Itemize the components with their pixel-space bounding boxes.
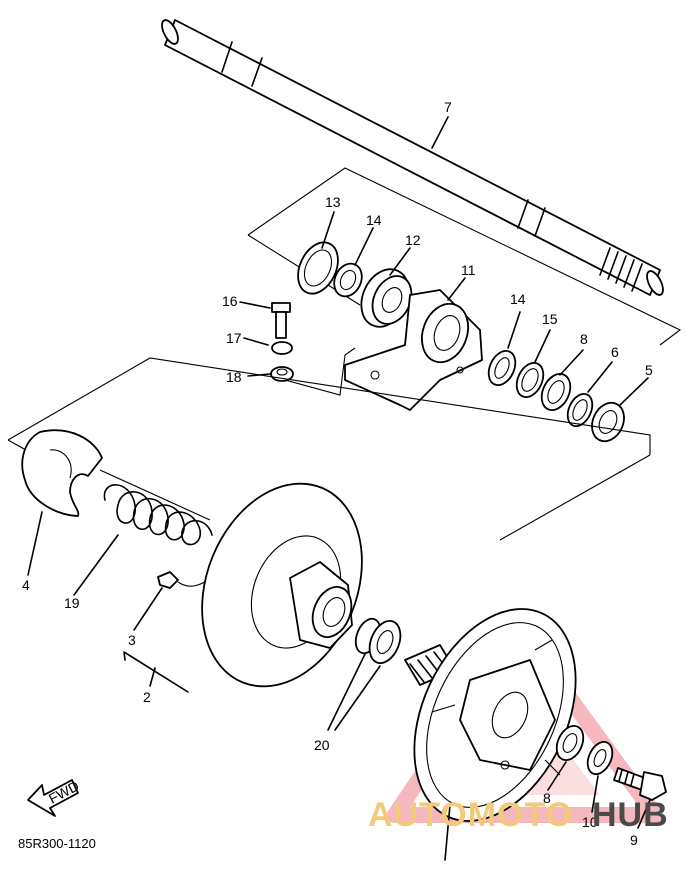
callout-15: 15	[542, 311, 558, 327]
washer-5	[591, 401, 625, 443]
callout-4: 4	[22, 577, 30, 593]
callout-10: 10	[582, 814, 598, 830]
watermark-text-automoto: AUTOMOTO	[368, 796, 573, 834]
washer-14b	[487, 350, 517, 386]
callout-3: 3	[128, 632, 136, 648]
callout-8a: 8	[580, 331, 588, 347]
fwd-label: FWD	[46, 778, 82, 807]
circlip-13	[297, 241, 339, 295]
bolt-9	[613, 767, 667, 801]
bolt-16	[271, 302, 291, 339]
callout-11: 11	[461, 262, 476, 278]
washer-20b	[368, 620, 402, 664]
callout-14a: 14	[366, 212, 382, 228]
spring-19	[103, 484, 213, 546]
watermark-logo: AUTOMOTO HUB	[368, 796, 669, 834]
callout-6a: 6	[611, 344, 619, 360]
washer-10	[586, 741, 614, 775]
diagram-code: 85R300-1120	[18, 836, 96, 851]
leader-lines	[27, 116, 651, 861]
washer-8b	[555, 725, 585, 761]
bearing-12	[360, 268, 413, 328]
bearing-housing-11	[344, 289, 483, 411]
callout-13: 13	[325, 194, 341, 210]
spider-plate	[413, 608, 577, 822]
callout-8b: 8	[543, 790, 551, 806]
circlip-6	[566, 393, 594, 427]
callout-14b: 14	[510, 291, 526, 307]
callout-7: 7	[444, 99, 452, 115]
callout-17: 17	[226, 330, 242, 346]
forward-arrow-icon	[27, 779, 79, 817]
callout-5: 5	[645, 362, 653, 378]
secondary-shaft	[161, 19, 664, 296]
callout-20: 20	[314, 737, 330, 753]
circlip-15	[515, 362, 545, 398]
callout-16: 16	[222, 293, 238, 309]
callout-2: 2	[143, 689, 151, 705]
watermark-text-hub: HUB	[592, 796, 669, 834]
callout-19: 19	[64, 595, 80, 611]
weight-3	[157, 571, 179, 589]
sheave-2	[201, 482, 363, 688]
callout-9: 9	[630, 832, 638, 848]
callout-18: 18	[226, 369, 242, 385]
nut-18	[270, 366, 294, 382]
washer-8a	[540, 373, 572, 411]
washer-17	[271, 341, 293, 355]
callout-12: 12	[405, 232, 421, 248]
cam-4	[21, 429, 103, 517]
